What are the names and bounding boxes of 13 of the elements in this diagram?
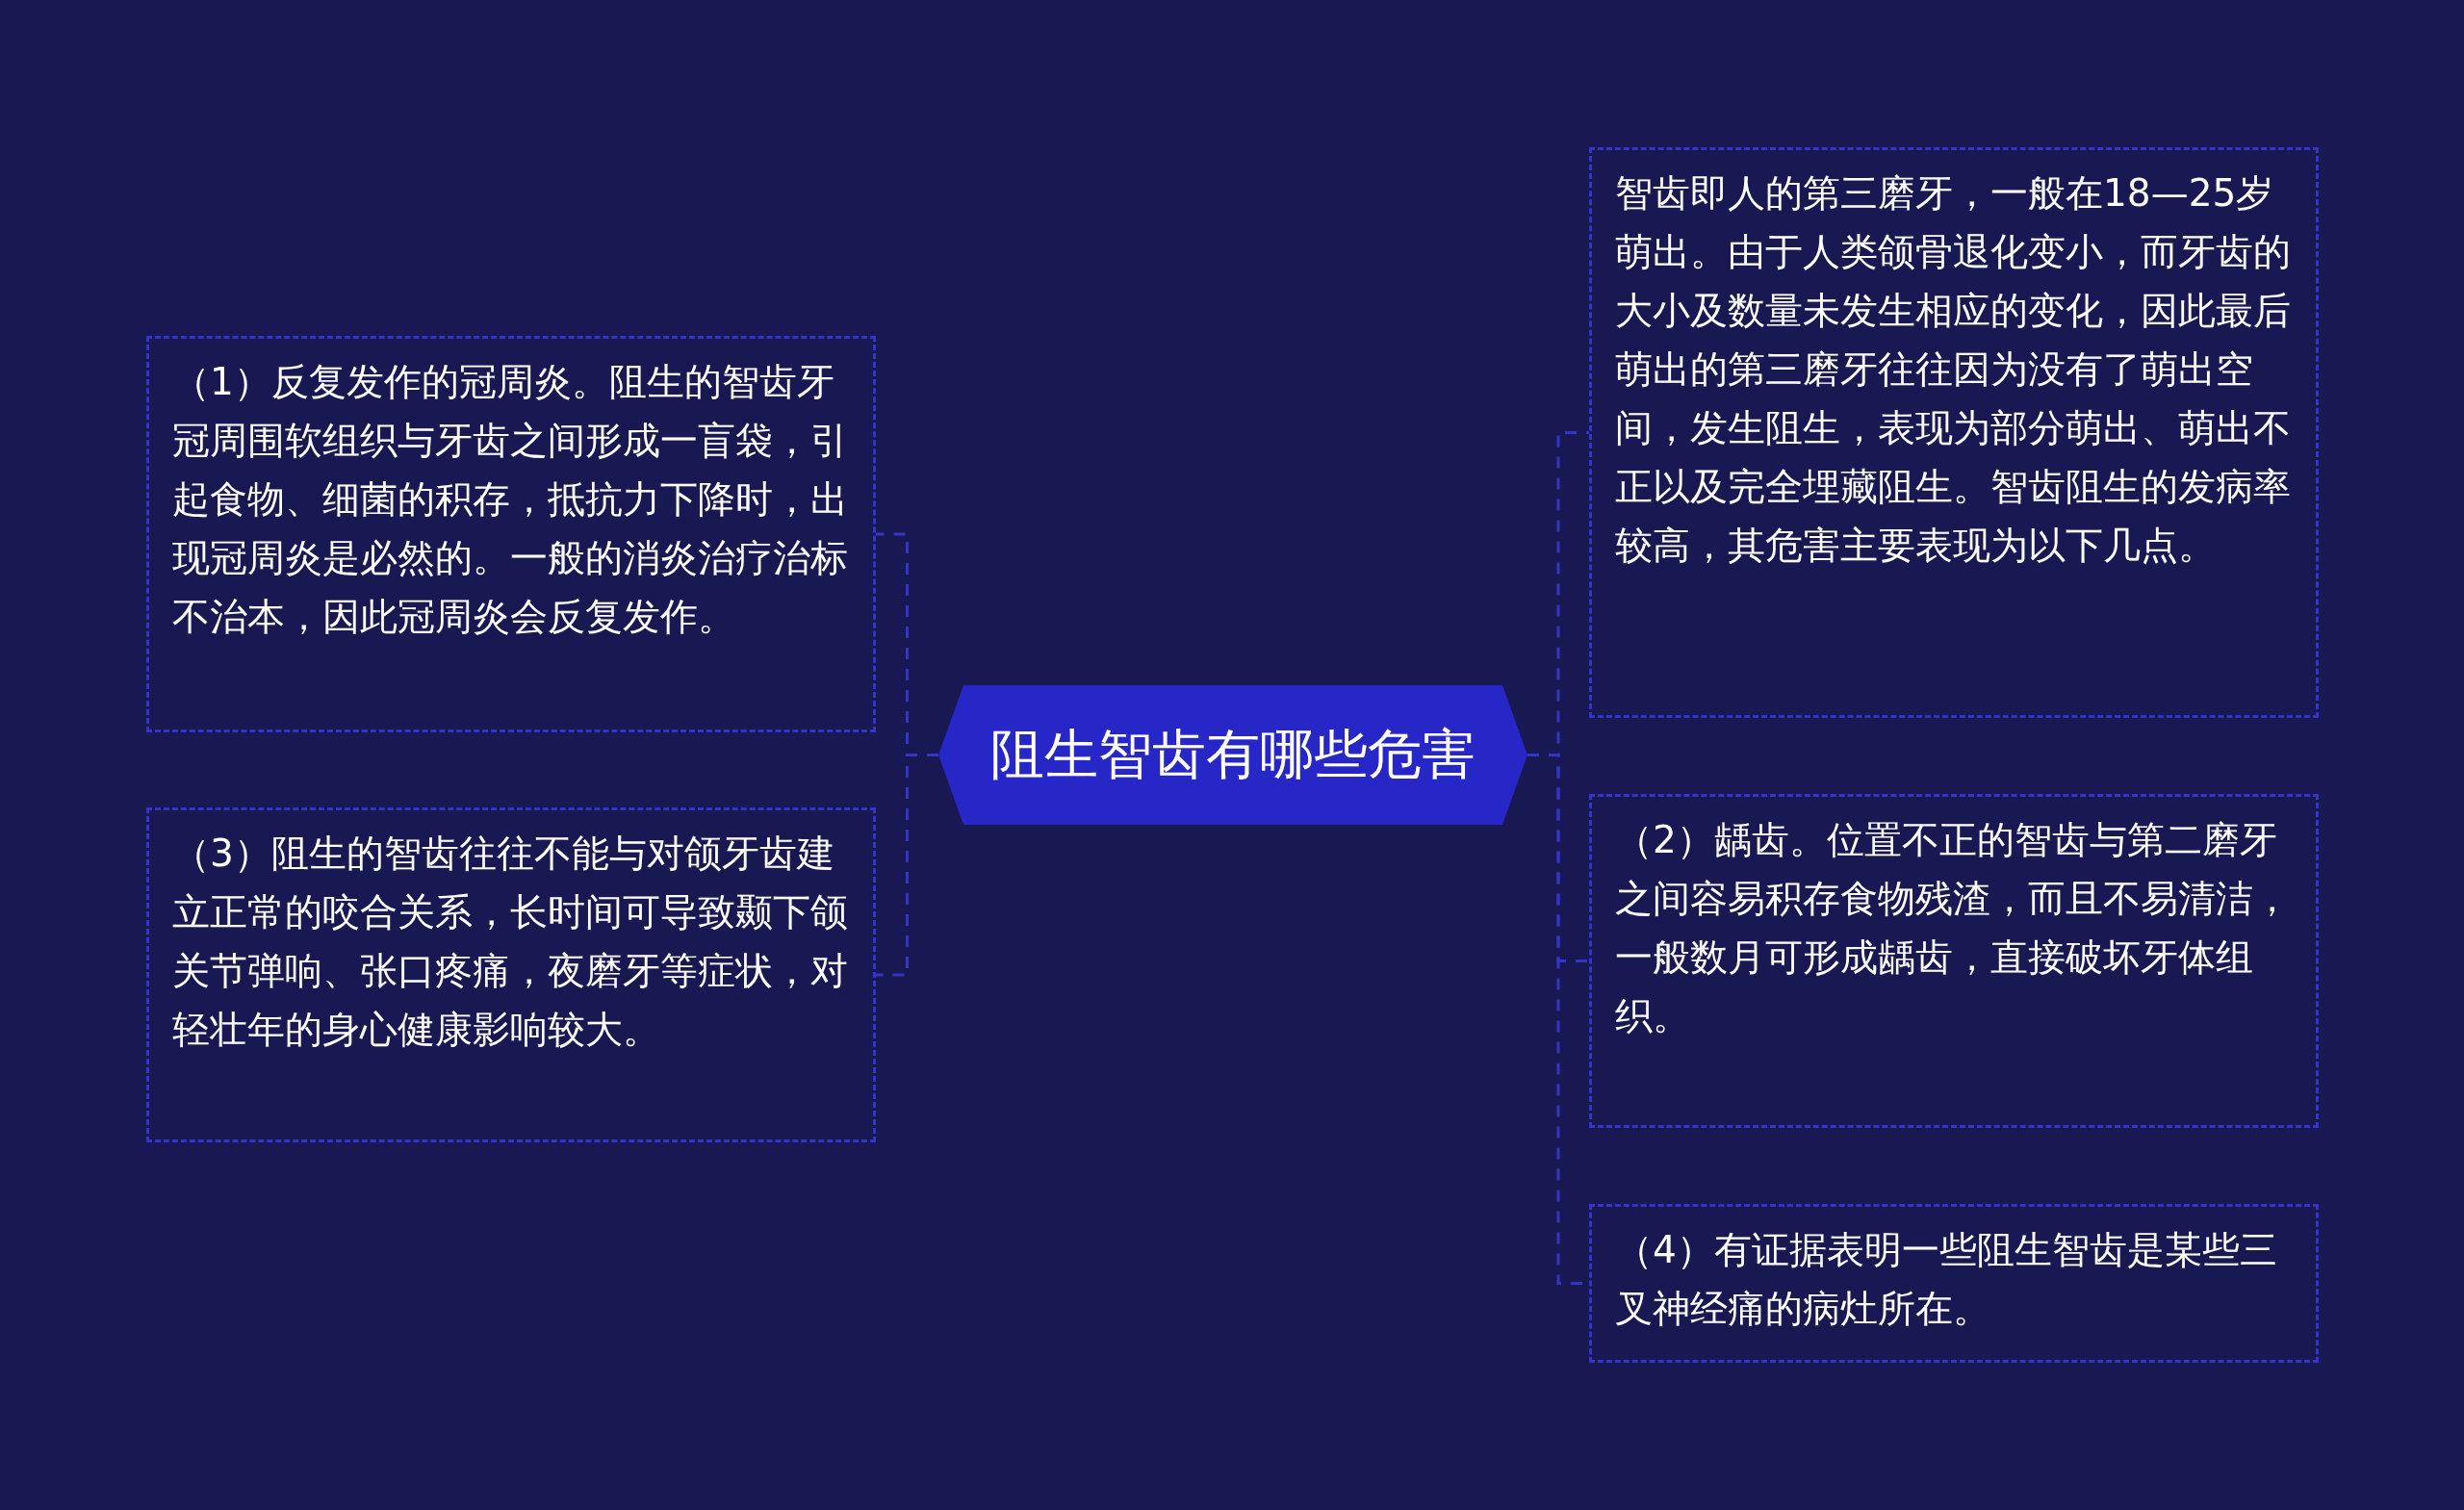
card-text: （1）反复发作的冠周炎。阻生的智齿牙冠周围软组织与牙齿之间形成一盲袋，引起食物、细菌的积存，抵抗力下降时，出现冠周炎是必然的。一般的消炎治疗治标不治本，因此冠周炎会反复发作。 [172, 359, 849, 640]
text-card [1589, 147, 2319, 718]
central-topic-hexagon [938, 685, 1527, 825]
topic-title: 阻生智齿有哪些危害 [989, 721, 1476, 787]
text-card [1589, 1204, 2319, 1363]
connector-line [876, 754, 938, 977]
text-card [146, 807, 876, 1142]
card-text: （4）有证据表明一些阻生智齿是某些三叉神经痛的病灶所在。 [1615, 1227, 2278, 1332]
text-card [1589, 794, 2319, 1128]
text-card [146, 336, 876, 732]
card-text: （3）阻生的智齿往往不能与对颌牙齿建立正常的咬合关系，长时间可导致颞下颌关节弹响、张口疼痛，夜磨牙等症状，对轻壮年的身心健康影响较大。 [172, 831, 849, 1053]
card-text: 智齿即人的第三磨牙，一般在18—25岁萌出。由于人类颌骨退化变小，而牙齿的大小及数量未发生相应的变化，因此最后萌出的第三磨牙往往因为没有了萌出空间，发生阻生，表现为部分萌出、萌出不正以及完全埋藏阻生。智齿阻生的发病率较高，其危害主要表现为以下几点。 [1615, 170, 2292, 569]
card-text: （2）龋齿。位置不正的智齿与第二磨牙之间容易积存食物残渣，而且不易清洁，一般数月可形成龋齿，直接破坏牙体组织。 [1615, 817, 2292, 1039]
